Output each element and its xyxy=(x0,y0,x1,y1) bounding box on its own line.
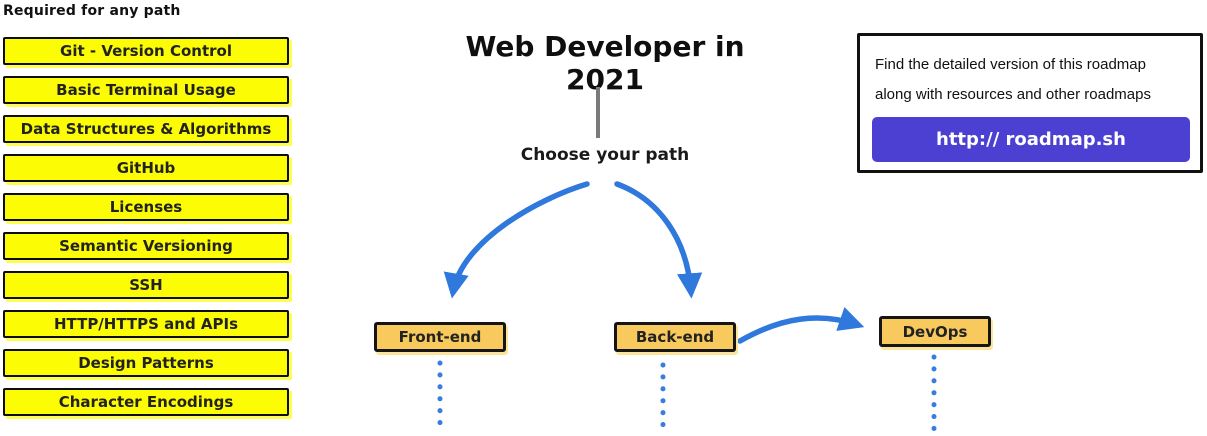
topic-semantic-versioning[interactable]: Semantic Versioning xyxy=(3,232,289,260)
topic-git-version-control[interactable]: Git - Version Control xyxy=(3,37,289,65)
info-text-line1: Find the detailed version of this roadma… xyxy=(875,56,1146,73)
arrow-to-frontend xyxy=(443,181,590,299)
topic-http-https-apis[interactable]: HTTP/HTTPS and APIs xyxy=(3,310,289,338)
required-path-list: Git - Version Control Basic Terminal Usa… xyxy=(3,37,289,416)
topic-basic-terminal-usage[interactable]: Basic Terminal Usage xyxy=(3,76,289,104)
roadmap-url-button[interactable]: http:// roadmap.sh xyxy=(872,117,1190,162)
topic-github[interactable]: GitHub xyxy=(3,154,289,182)
choose-your-path-label: Choose your path xyxy=(520,145,690,165)
node-devops[interactable]: DevOps xyxy=(879,316,991,347)
topic-character-encodings[interactable]: Character Encodings xyxy=(3,388,289,416)
topic-design-patterns[interactable]: Design Patterns xyxy=(3,349,289,377)
info-text-line2: along with resources and other roadmaps xyxy=(875,86,1151,103)
node-front-end[interactable]: Front-end xyxy=(374,322,506,352)
page-title: Web Developer in 2021 xyxy=(465,30,745,96)
required-path-heading: Required for any path xyxy=(3,3,181,19)
topic-licenses[interactable]: Licenses xyxy=(3,193,289,221)
roadmap-info-box: Find the detailed version of this roadma… xyxy=(857,33,1203,173)
arrow-to-backend xyxy=(614,181,703,299)
topic-ssh[interactable]: SSH xyxy=(3,271,289,299)
arrow-backend-to-devops xyxy=(737,306,865,344)
topic-data-structures-algorithms[interactable]: Data Structures & Algorithms xyxy=(3,115,289,143)
node-back-end[interactable]: Back-end xyxy=(614,322,736,352)
info-text: Find the detailed version of this roadma… xyxy=(875,50,1190,110)
